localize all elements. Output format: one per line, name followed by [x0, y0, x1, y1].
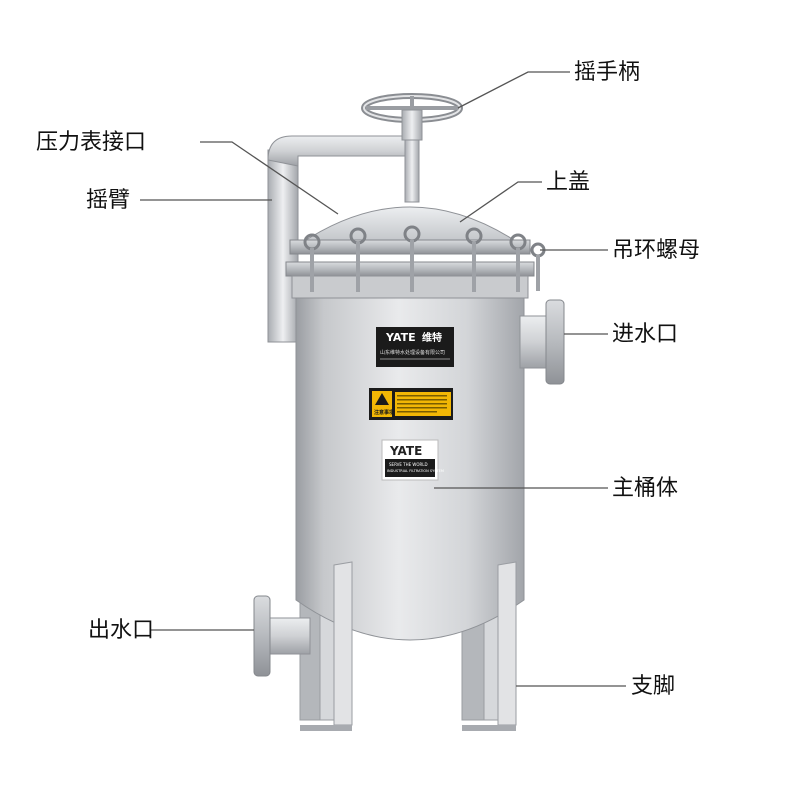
eye-bolt-nuts [303, 225, 546, 292]
badge-line2: INDUSTRIAL FILTRATION SYSTEM [387, 469, 444, 473]
label-arm: 摇臂 [86, 188, 131, 213]
leader-gauge [200, 141, 339, 215]
badge-brand: YATE [389, 444, 422, 458]
warning-icon [375, 393, 389, 405]
label-lid: 上盖 [546, 170, 591, 195]
eye-bolt [403, 225, 421, 292]
label-body: 主桶体 [612, 476, 679, 501]
nameplate: YATE 维特 山东维特水处理设备有限公司 [376, 327, 454, 367]
nameplate-brand: YATE [385, 331, 416, 344]
outlet-pipe [253, 595, 311, 677]
label-outlet: 出水口 [88, 618, 155, 643]
eye-bolt [465, 227, 483, 292]
leader-handle [457, 71, 570, 109]
badge-line1: SERVE THE WORLD [389, 462, 428, 467]
label-legs: 支脚 [631, 674, 676, 699]
handwheel [361, 93, 463, 141]
support-legs-front [300, 561, 517, 731]
label-handle: 摇手柄 [574, 60, 641, 85]
nameplate-company: 山东维特水处理设备有限公司 [380, 349, 445, 356]
leader-lid [459, 181, 542, 223]
leader-lines [140, 71, 626, 687]
label-eyebolt-nut: 吊环螺母 [612, 238, 701, 263]
eye-bolt [349, 227, 367, 292]
brand-badge: YATE SERVE THE WORLD INDUSTRIAL FILTRATI… [381, 439, 444, 481]
label-inlet: 进水口 [612, 322, 679, 347]
eye-bolt [509, 233, 527, 292]
warning-label: 注意事项 [369, 388, 453, 420]
nameplate-brand-cn: 维特 [422, 331, 442, 344]
inlet-pipe [519, 299, 565, 385]
warning-title: 注意事项 [374, 409, 394, 416]
eye-bolt [303, 233, 321, 292]
label-gauge-port: 压力表接口 [36, 130, 147, 155]
